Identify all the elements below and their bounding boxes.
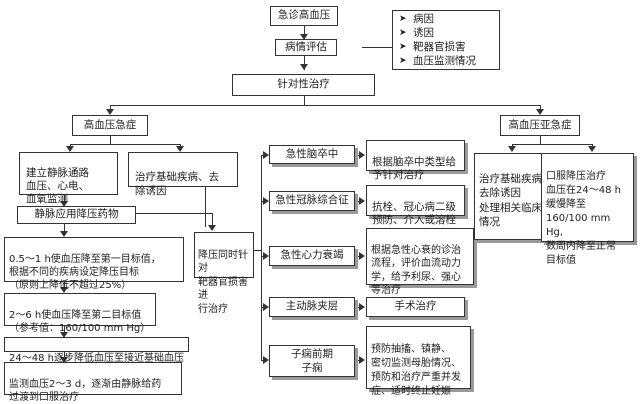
first-target-text: 0.5～1 h使血压降至第一目标值， 根据不同的疾病设定降压目标 （原则上降低不… [9, 254, 161, 291]
urgency-underlying-box: 治疗基础疾病 去除诱因 处理相关临床 情况 [474, 153, 550, 240]
condition-acute-stroke: 急性脑卒中 [269, 145, 355, 164]
assessment-items-box: 病因 诱因 靶器官损害 血压监测情况 [392, 10, 500, 70]
oral-transition-box: 监测血压2～3 d，逐渐由静脉给药 过渡到口服治疗 [4, 362, 182, 403]
hypertensive-urgency-label: 高血压亚急症 [508, 118, 572, 131]
assessment-item: 靶器官损害 [399, 40, 495, 54]
targeted-therapy-box: 针对性治疗 [232, 74, 375, 96]
condition-name: 子痫前期 子痫 [291, 348, 333, 374]
second-target-box: 2～6 h使血压降至第二目标值 （参考值：160/100 mm Hg） [4, 293, 156, 334]
target-organ-treatment-box: 降压同时针对 靶器官损害进 行治疗 [194, 232, 254, 315]
condition-assessment-box: 病情评估 [275, 39, 337, 56]
treatment-text: 根据急性心衰的诊治 流程，评价血流动力 学，给予利尿、强心 等治疗 [371, 244, 461, 297]
oral-transition-text: 监测血压2～3 d，逐渐由静脉给药 过渡到口服治疗 [9, 379, 162, 403]
treatment-text: 根据脑卒中类型给 予针对治疗 [372, 156, 456, 181]
baseline-bp-box: 24～48 h逐步降低血压至接近基础血压 [4, 337, 189, 364]
assessment-item: 诱因 [399, 26, 495, 40]
iv-access-monitoring-text: 建立静脉通路 血压、心电、 血氧监测 [26, 167, 89, 205]
first-target-box: 0.5～1 h使血压降至第一目标值， 根据不同的疾病设定降压目标 （原则上降低不… [4, 237, 184, 291]
treatment-acute-heart-failure: 根据急性心衰的诊治 流程，评价血流动力 学，给予利尿、强心 等治疗 [366, 228, 474, 296]
treatment-aortic-dissection: 手术治疗 [366, 297, 465, 317]
condition-acs: 急性冠脉综合征 [269, 191, 355, 211]
treat-underlying-disease-box: 治疗基础疾病、去 除诱因 [128, 152, 238, 197]
treatment-acute-stroke: 根据脑卒中类型给 予针对治疗 [366, 140, 465, 181]
condition-acute-heart-failure: 急性心力衰竭 [269, 246, 355, 266]
oral-antihypertensive-text: 口服降压治疗 血压在24～48 h 缓慢降至 160/100 mm Hg, 数周… [546, 171, 621, 266]
treat-underlying-disease-text: 治疗基础疾病、去 除诱因 [135, 171, 219, 197]
emergency-hypertension-label: 急诊高血压 [277, 9, 331, 22]
oral-antihypertensive-box: 口服降压治疗 血压在24～48 h 缓慢降至 160/100 mm Hg, 数周… [541, 153, 634, 266]
baseline-bp-text: 24～48 h逐步降低血压至接近基础血压 [9, 353, 184, 364]
condition-preeclampsia: 子痫前期 子痫 [269, 345, 355, 377]
hypertensive-crisis-box: 高血压急症 [72, 115, 148, 136]
condition-assessment-label: 病情评估 [285, 40, 327, 53]
treatment-text: 手术治疗 [394, 300, 437, 313]
condition-name: 急性心力衰竭 [280, 249, 344, 262]
emergency-hypertension-box: 急诊高血压 [270, 6, 338, 26]
iv-antihypertensive-label: 静脉应用降压药物 [34, 208, 119, 221]
iv-access-monitoring-box: 建立静脉通路 血压、心电、 血氧监测 [19, 152, 118, 205]
assessment-item: 血压监测情况 [399, 54, 495, 68]
treatment-text: 抗栓、冠心病二级 预防、介入或溶栓 [372, 201, 456, 226]
condition-name: 急性脑卒中 [285, 147, 339, 160]
condition-name: 急性冠脉综合征 [275, 194, 349, 207]
hypertensive-urgency-box: 高血压亚急症 [500, 115, 580, 136]
iv-antihypertensive-box: 静脉应用降压药物 [17, 206, 136, 224]
target-organ-treatment-text: 降压同时针对 靶器官损害进 行治疗 [198, 249, 248, 315]
second-target-text: 2～6 h使血压降至第二目标值 （参考值：160/100 mm Hg） [9, 310, 151, 334]
condition-aortic-dissection: 主动脉夹层 [269, 297, 355, 317]
urgency-underlying-text: 治疗基础疾病 去除诱因 处理相关临床 情况 [479, 172, 542, 229]
assessment-item: 病因 [399, 12, 495, 26]
targeted-therapy-label: 针对性治疗 [277, 78, 330, 91]
treatment-text: 预防抽搐、镇静、 密切监测母胎情况、 预防和治疗严重并发 症、适时终止妊娠 [371, 344, 461, 397]
condition-name: 主动脉夹层 [285, 300, 339, 313]
treatment-preeclampsia: 预防抽搐、镇静、 密切监测母胎情况、 预防和治疗严重并发 症、适时终止妊娠 [366, 326, 471, 397]
treatment-acs: 抗栓、冠心病二级 预防、介入或溶栓 [366, 185, 465, 226]
hypertensive-crisis-label: 高血压急症 [83, 118, 137, 131]
assessment-items-list: 病因 诱因 靶器官损害 血压监测情况 [397, 12, 495, 68]
